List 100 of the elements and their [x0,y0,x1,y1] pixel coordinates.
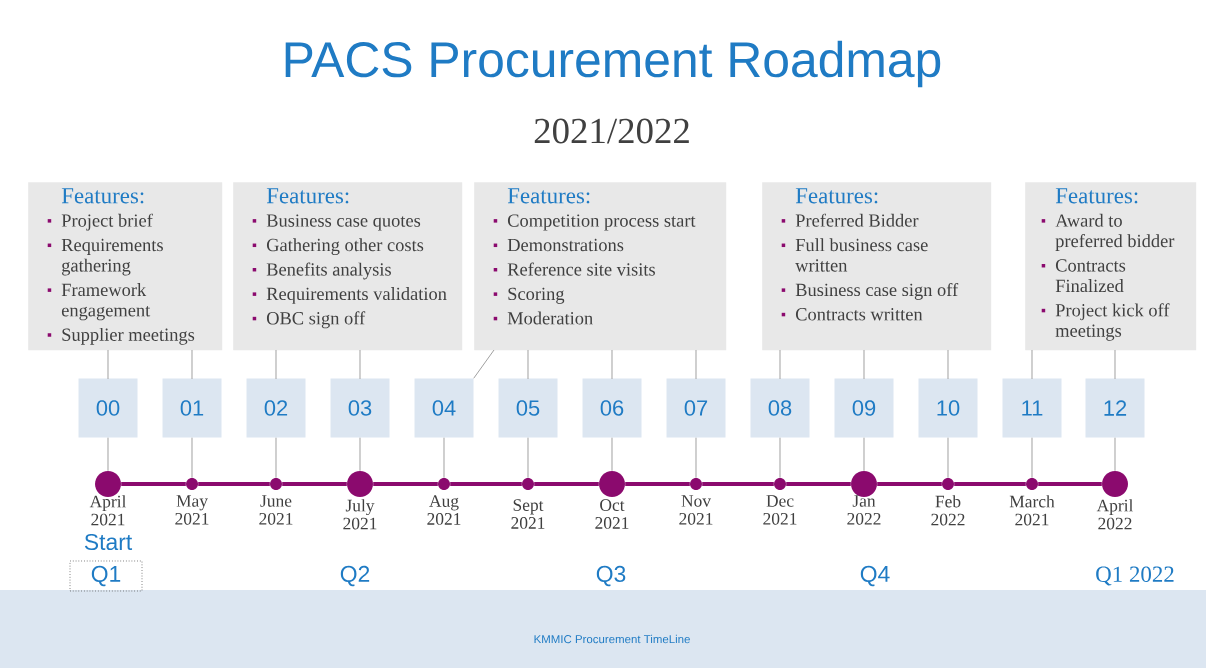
bullet-item: Business case quotes [266,214,421,231]
month-label: April 2022 [1096,499,1134,530]
connector-line [359,349,361,380]
bullet-item: Gathering other costs [266,238,424,256]
month-label: March 2021 [1009,495,1055,526]
bullet-item: Supplier meetings [62,327,195,345]
connector-line [779,349,781,380]
bullet-item: Framework engagement [61,283,151,321]
connector-line [1038,482,1102,486]
bullet-item: Contracts Finalized [1055,259,1126,293]
connector-line [625,482,690,486]
feature-box [1025,182,1197,351]
timeline-dot [1102,471,1128,497]
connector-line [863,349,865,380]
bullet-item: Competition process start [507,214,696,231]
connector-line [695,349,697,380]
connector-line [191,349,193,380]
connector-line [1114,437,1116,472]
connector-line [702,482,774,486]
month-label: April 2021 [89,495,127,526]
heading: Features: [795,188,878,204]
month-label: Aug 2021 [427,495,461,525]
connector-line [107,349,109,380]
month-label: Feb 2022 [931,495,965,526]
bullet-item: Award to preferred bidder [1055,213,1175,251]
connector-line [275,349,277,380]
heading: Features: [266,188,349,204]
start-label: Start [84,533,133,551]
month-label: May 2021 [175,495,209,525]
month-label: Oct 2021 [595,499,629,529]
number-box: 02 [246,378,306,438]
bullet-item: Project brief [61,213,153,231]
connector-line [282,482,347,486]
bullet-item: OBC sign off [266,311,366,329]
bullet-item: Scoring [508,287,565,304]
month-label: Jan 2022 [847,495,881,525]
month-label: Nov 2021 [679,495,713,525]
feature-box [28,182,223,351]
bullet-item: Reference site visits [507,262,655,276]
connector-line [1114,349,1116,380]
number-box: 09 [834,378,894,438]
connector-line [877,482,942,486]
connector-line [611,437,613,472]
connector-line [947,437,949,479]
connector-line [1031,437,1033,479]
bullet-item: Requirements gathering [61,238,163,276]
subtitle: 2021/2022 [534,118,689,144]
timeline-dot [599,471,625,497]
quarter-label: Q4 [860,565,890,587]
connector-line [534,482,599,486]
number-box: 10 [918,378,978,438]
footer-text: KMMIC Procurement TimeLine [534,634,690,644]
connector-line [450,482,522,486]
connector-line [954,482,1026,486]
heading: Features: [61,188,144,204]
bullet-item: Requirements validation [266,287,447,304]
connector-line [527,437,529,479]
title: PACS Procurement Roadmap [285,40,941,88]
quarter-label: Q1 [69,560,143,592]
quarter-label: Q1 2022 [1096,566,1174,586]
connector-line [107,437,109,472]
connector-line [863,437,865,472]
number-box: 05 [498,378,558,438]
bullet-item: Full business case written [795,238,928,272]
connector-line [198,482,270,486]
number-box: 03 [330,378,390,438]
connector-line [359,437,361,472]
connector-line [786,482,851,486]
quarter-label: Q2 [340,565,370,587]
bullet-item: Benefits analysis [266,262,391,280]
number-box: 04 [414,378,474,438]
bullet-item: Moderation [507,311,593,325]
number-box: 06 [582,378,642,438]
timeline-dot [95,471,121,497]
bullet-item: Contracts written [795,308,923,321]
bullet-item: Business case sign off [795,282,959,300]
connector-line [443,437,445,479]
connector-line [779,437,781,479]
connector-line [275,437,277,479]
connector-line [527,349,529,380]
connector-line [695,437,697,479]
month-label: Dec 2021 [763,495,797,525]
timeline-dot [851,471,877,497]
connector-line [473,349,495,379]
bullet-item: Demonstrations [507,238,624,252]
connector-line [191,437,193,479]
bullet-item: Project kick off meetings [1055,303,1170,341]
number-box: 01 [162,378,222,438]
connector-line [611,349,613,380]
feature-box [474,182,727,351]
connector-line [373,482,438,486]
feature-box [233,182,463,351]
quarter-label: Q3 [596,565,626,587]
heading: Features: [1055,188,1138,204]
number-box: 08 [750,378,810,438]
connector-line [947,349,949,380]
feature-box [762,182,992,351]
heading: Features: [507,188,590,204]
number-box: 12 [1085,378,1145,438]
connector-line [1031,349,1033,380]
